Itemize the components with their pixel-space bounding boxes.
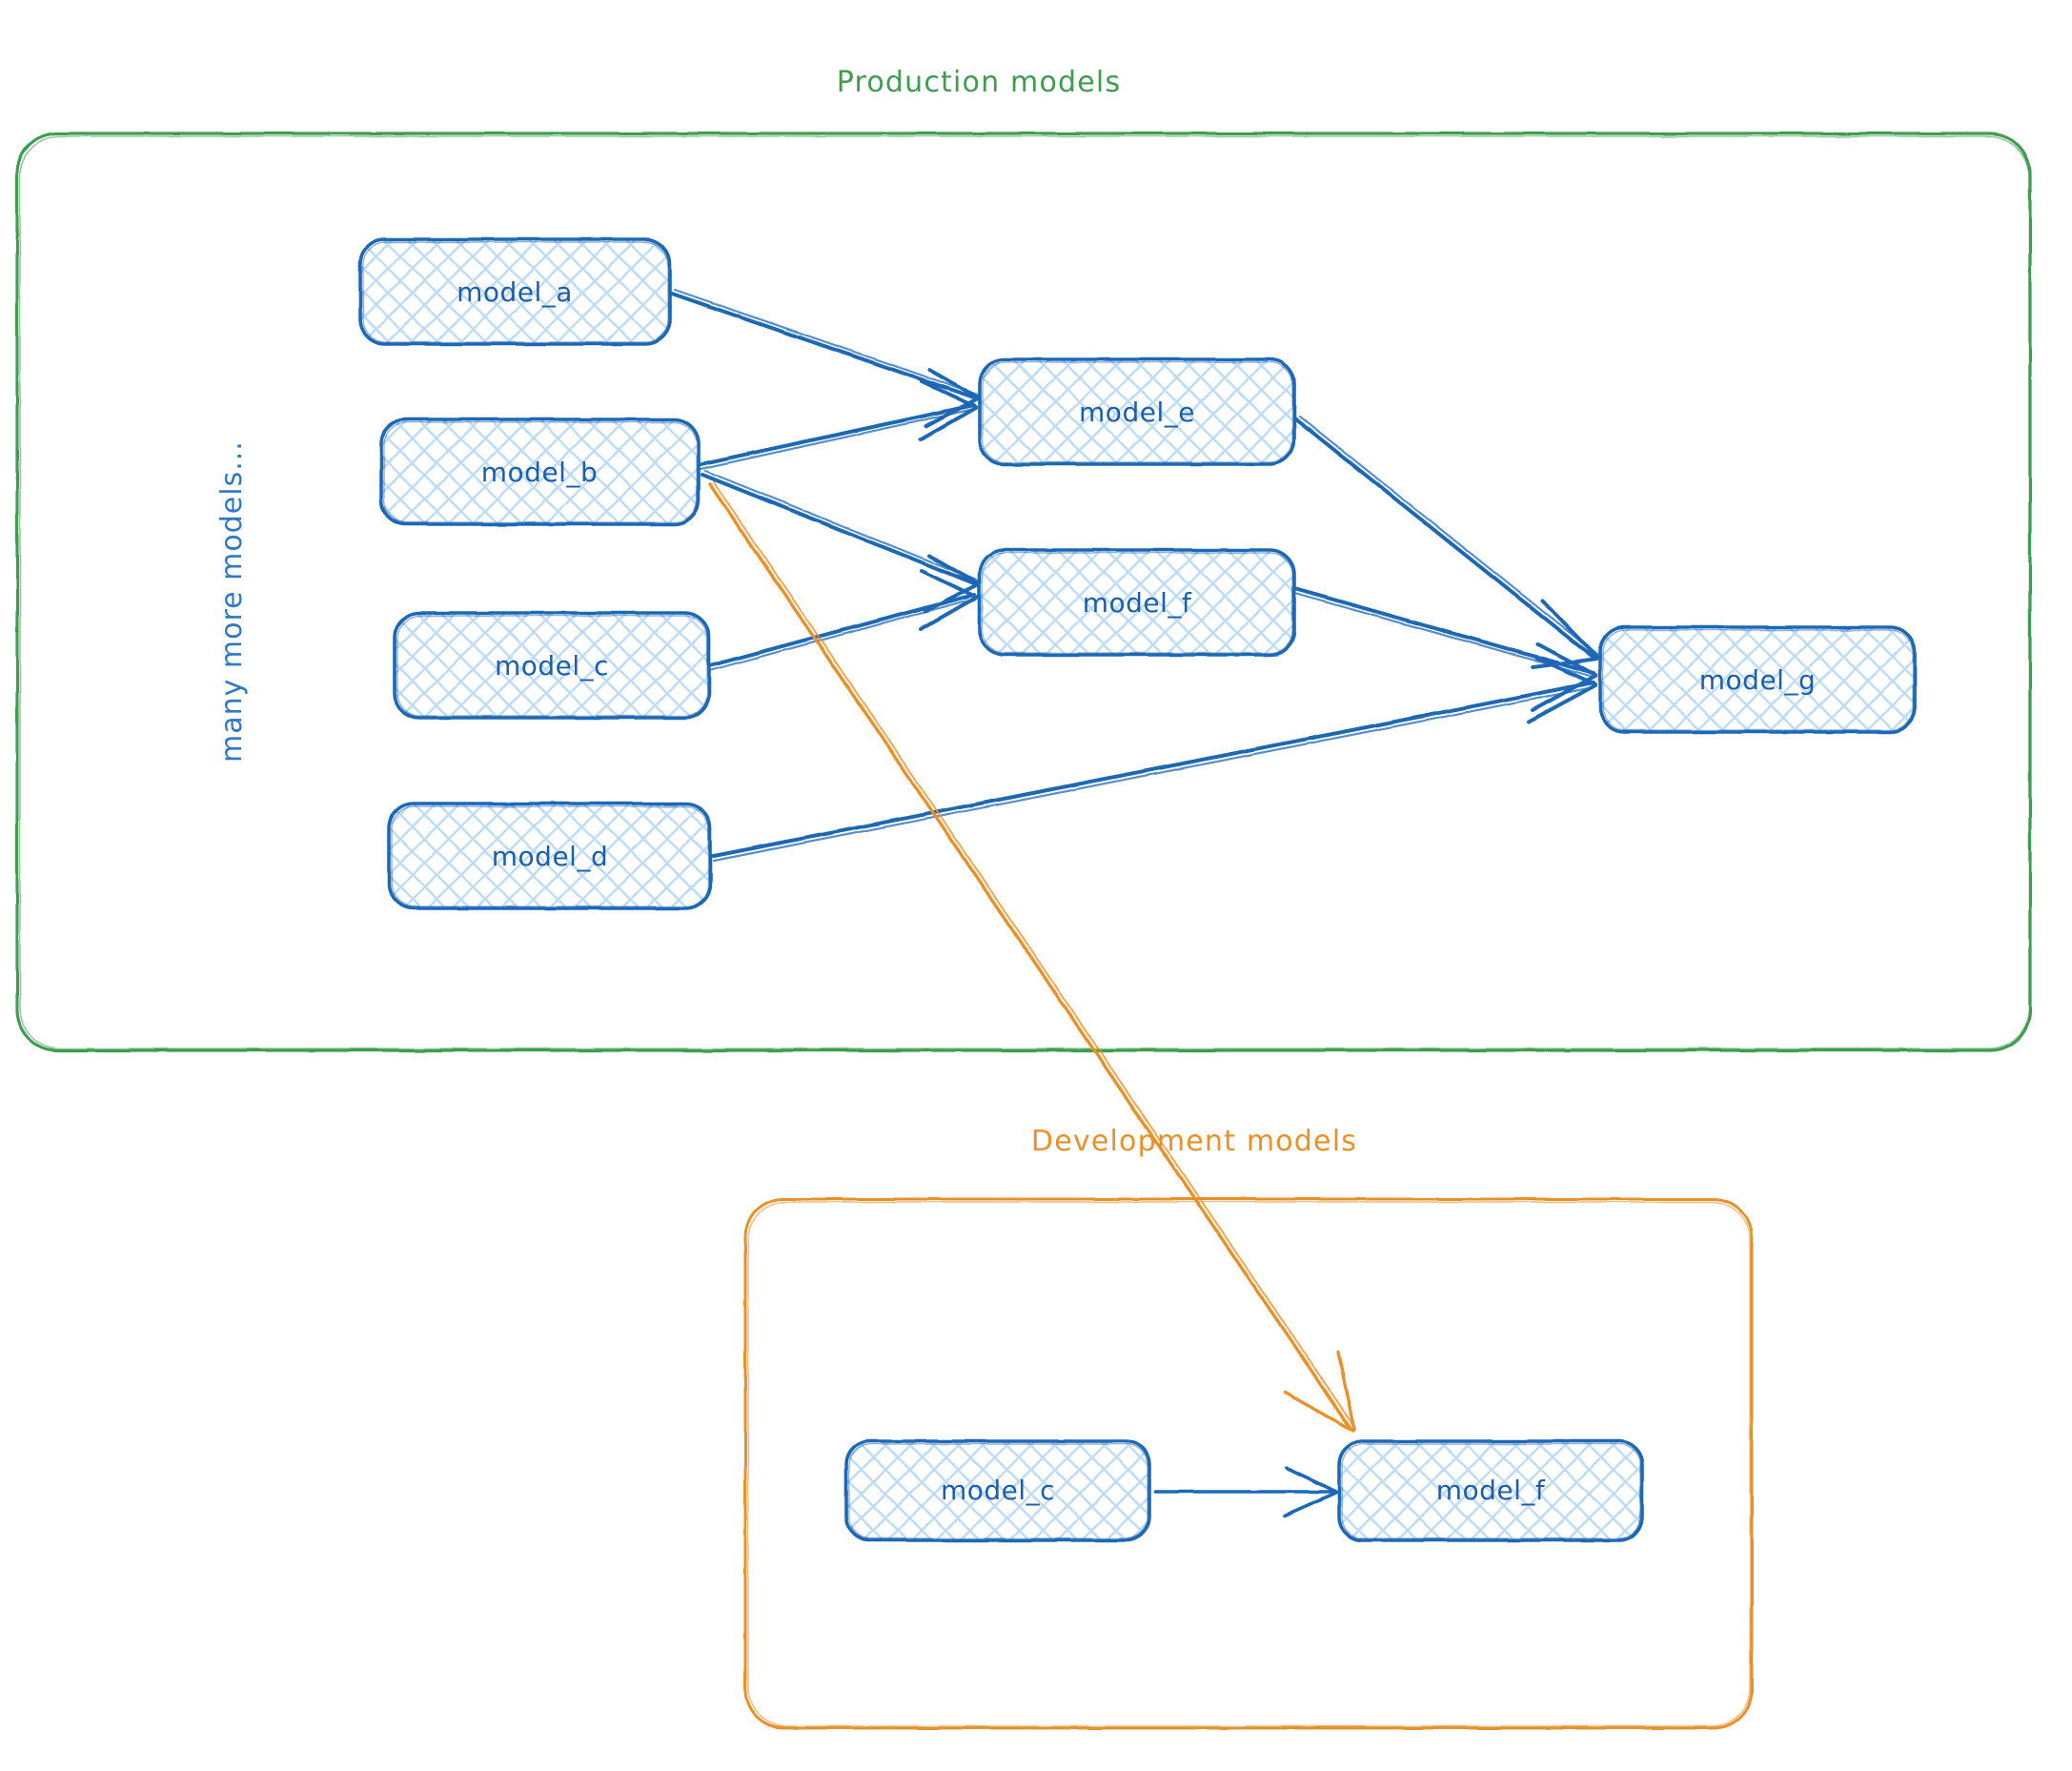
node-prod-model_c[interactable]: model_c — [393, 611, 711, 720]
node-label: model_d — [492, 841, 608, 872]
node-label: model_g — [1699, 664, 1816, 696]
production-title: Production models — [837, 66, 1122, 99]
many-more-models-note: many more models... — [215, 440, 249, 763]
edge-model_b-to-model_b-e — [699, 379, 978, 471]
production-edges — [670, 288, 1599, 863]
node-label: model_e — [1079, 397, 1195, 428]
edge-dev-model_c-to-dev-model_f — [1153, 1466, 1338, 1517]
dev-edges — [1153, 1466, 1338, 1517]
edge-model_c-to-model_f — [709, 569, 978, 672]
production-group — [15, 132, 2032, 1052]
production-container-second-stroke — [19, 135, 2030, 1049]
node-label: model_c — [495, 650, 609, 682]
node-label: model_a — [457, 276, 573, 308]
development-container-second-stroke — [747, 1201, 1751, 1727]
production-container — [15, 132, 2032, 1052]
node-label: model_c — [941, 1475, 1055, 1506]
node-dev-model_f[interactable]: model_f — [1337, 1439, 1644, 1542]
node-label: model_f — [1436, 1475, 1546, 1506]
node-label: model_f — [1083, 587, 1192, 619]
edge-prod-model_b-to-dev-model_f — [708, 481, 1356, 1433]
edge-model_a-to-model_e — [670, 288, 980, 428]
development-nodes: model_c model_f — [844, 1439, 1644, 1542]
development-group — [743, 1197, 1754, 1730]
node-prod-model_b[interactable]: model_b — [379, 417, 701, 526]
node-dev-model_c[interactable]: model_c — [844, 1439, 1151, 1542]
node-label: model_b — [481, 457, 598, 488]
node-prod-model_g[interactable]: model_g — [1598, 625, 1917, 734]
node-prod-model_a[interactable]: model_a — [358, 237, 672, 346]
edge-model_b-to-model_f — [701, 469, 980, 613]
node-prod-model_d[interactable]: model_d — [387, 802, 712, 910]
edge-model_d-to-model_g — [712, 656, 1597, 863]
node-prod-model_f[interactable]: model_f — [978, 548, 1296, 657]
development-title: Development models — [1031, 1125, 1357, 1158]
node-prod-model_e[interactable]: model_e — [978, 357, 1296, 466]
production-nodes: model_a model_b model_c model_d — [358, 237, 1917, 910]
development-container — [743, 1197, 1754, 1730]
edge-model_e-to-model_g — [1294, 415, 1599, 669]
